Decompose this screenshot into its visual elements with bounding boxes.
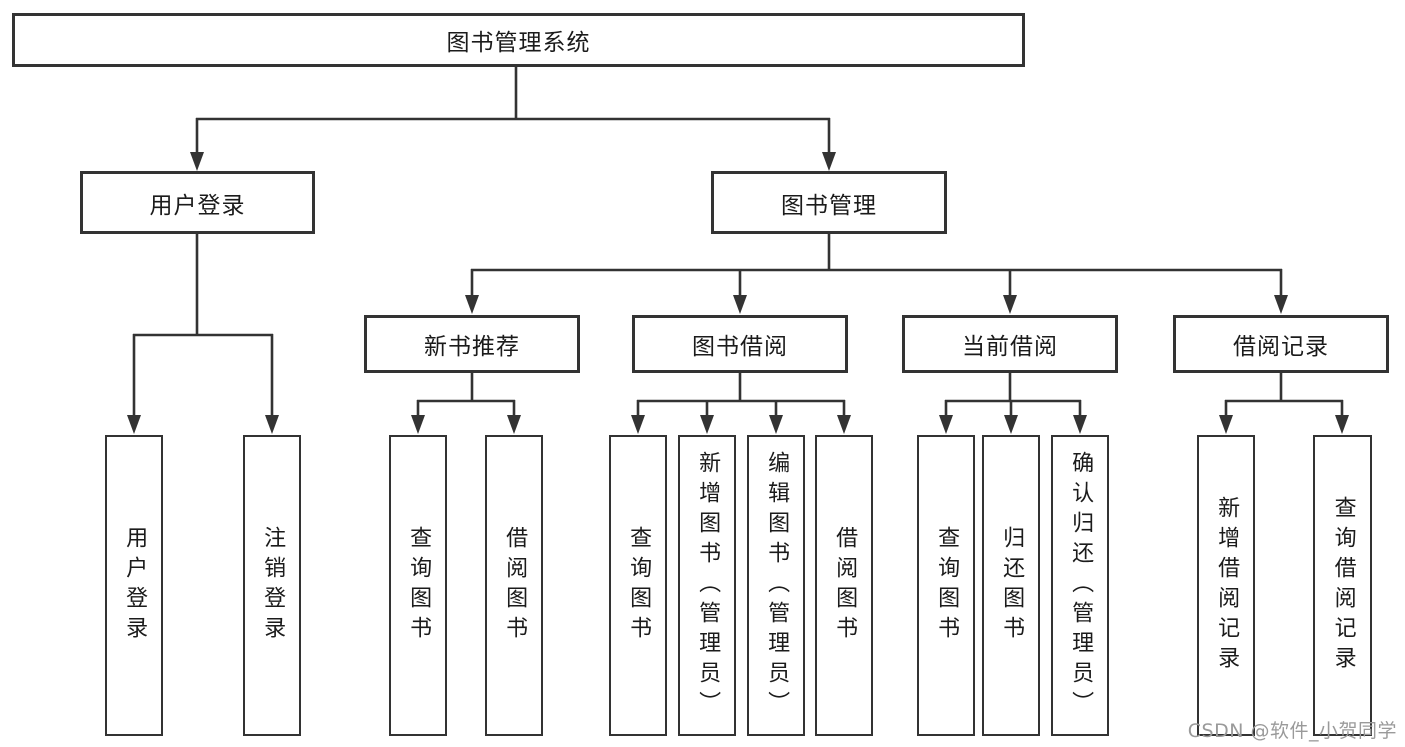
leaf-user-login-label: 用户登录 — [122, 525, 148, 646]
node-borrow-records: 借阅记录 — [1173, 315, 1389, 373]
node-new-book-recommend: 新书推荐 — [364, 315, 580, 373]
leaf-borrow-books-label: 借阅图书 — [832, 525, 858, 646]
leaf-logout: 注销登录 — [243, 435, 301, 736]
leaf-borrow-books: 借阅图书 — [815, 435, 873, 736]
node-user-login-label: 用户登录 — [149, 192, 246, 219]
leaf-borrow-books-recommend-label: 借阅图书 — [502, 525, 528, 646]
leaf-query-books-current: 查询图书 — [917, 435, 975, 736]
leaf-return-books: 归还图书 — [982, 435, 1040, 736]
node-book-management-label: 图书管理 — [781, 192, 877, 219]
leaf-query-books-current-label: 查询图书 — [934, 525, 960, 646]
leaf-logout-label: 注销登录 — [260, 525, 286, 646]
node-root-label: 图书管理系统 — [446, 30, 591, 56]
arrowheads — [127, 152, 1349, 434]
leaf-edit-book-admin-label: 编辑图书（管理员） — [764, 450, 790, 721]
node-user-login: 用户登录 — [80, 171, 315, 234]
leaf-user-login: 用户登录 — [105, 435, 163, 736]
node-borrow-records-label: 借阅记录 — [1233, 334, 1329, 360]
leaf-query-books-borrow: 查询图书 — [609, 435, 667, 736]
leaf-query-borrow-record: 查询借阅记录 — [1313, 435, 1372, 736]
leaf-query-books-borrow-label: 查询图书 — [626, 525, 652, 646]
leaf-add-book-admin-label: 新增图书（管理员） — [695, 450, 721, 721]
node-new-book-recommend-label: 新书推荐 — [424, 334, 520, 360]
leaf-add-borrow-record: 新增借阅记录 — [1197, 435, 1255, 736]
leaf-add-borrow-record-label: 新增借阅记录 — [1214, 495, 1240, 676]
leaf-borrow-books-recommend: 借阅图书 — [485, 435, 543, 736]
node-current-borrow-label: 当前借阅 — [962, 334, 1058, 360]
leaf-confirm-return-admin-label: 确认归还（管理员） — [1068, 450, 1094, 721]
leaf-query-borrow-record-label: 查询借阅记录 — [1330, 495, 1356, 676]
leaf-query-books-recommend-label: 查询图书 — [406, 525, 432, 646]
node-root: 图书管理系统 — [12, 13, 1025, 67]
leaf-edit-book-admin: 编辑图书（管理员） — [747, 435, 805, 736]
node-book-management: 图书管理 — [711, 171, 947, 234]
watermark: CSDN @软件_小贺同学 — [1187, 720, 1397, 742]
node-current-borrow: 当前借阅 — [902, 315, 1118, 373]
leaf-confirm-return-admin: 确认归还（管理员） — [1051, 435, 1109, 736]
node-book-borrow: 图书借阅 — [632, 315, 848, 373]
node-book-borrow-label: 图书借阅 — [692, 334, 788, 360]
leaf-query-books-recommend: 查询图书 — [389, 435, 447, 736]
leaf-return-books-label: 归还图书 — [999, 525, 1025, 646]
leaf-add-book-admin: 新增图书（管理员） — [678, 435, 736, 736]
